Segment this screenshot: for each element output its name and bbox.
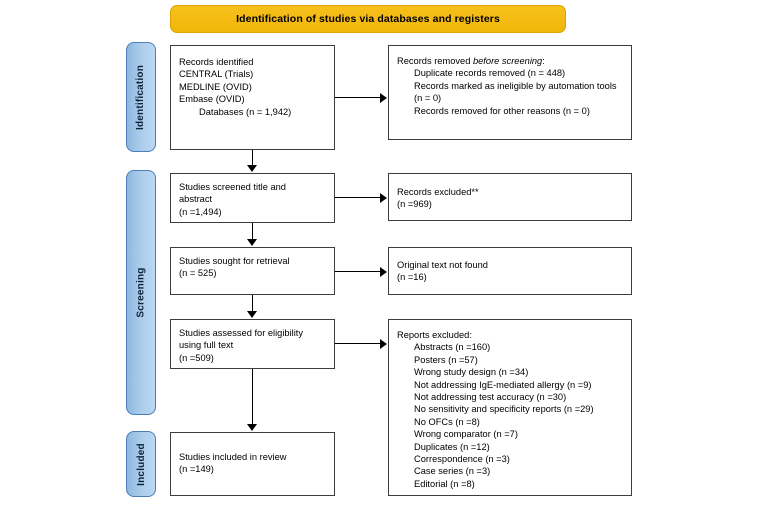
- box-studies-sought-for-retrieval: Studies sought for retrieval (n = 525): [170, 247, 335, 295]
- records-removed-heading: Records removed before screening:: [397, 55, 623, 67]
- stage-band-screening: Screening: [126, 170, 156, 415]
- box-studies-assessed-for-eligibility: Studies assessed for eligibility using f…: [170, 319, 335, 369]
- arrowhead-screened-to-sought: [247, 239, 257, 246]
- records-removed-heading-prefix: Records removed: [397, 56, 473, 66]
- records-removed-item-duplicates: Duplicate records removed (n = 448): [414, 68, 566, 79]
- records-removed-heading-suffix: :: [542, 56, 545, 66]
- records-identified-databases-count: Databases (n = 1,942): [199, 106, 292, 117]
- studies-screened-line-1: Studies screened title and: [179, 182, 286, 192]
- stage-band-identification: Identification: [126, 42, 156, 152]
- connector-identified-to-removed: [335, 97, 381, 98]
- records-removed-item-automation: Records marked as ineligible by automati…: [414, 80, 617, 104]
- records-removed-item-other: Records removed for other reasons (n = 0…: [414, 105, 590, 116]
- reports-excluded-item-not-test-accuracy: Not addressing test accuracy (n =30): [414, 392, 567, 403]
- reports-excluded-item-editorial: Editorial (n =8): [414, 478, 475, 489]
- stage-band-included: Included: [126, 431, 156, 497]
- connector-screened-to-excluded: [335, 197, 381, 198]
- box-studies-included-in-review: Studies included in review (n =149): [170, 432, 335, 496]
- studies-screened-count: (n =1,494): [179, 206, 222, 217]
- reports-excluded-item-wrong-study-design: Wrong study design (n =34): [414, 367, 529, 378]
- connector-assessed-to-reports-excluded: [335, 343, 381, 344]
- connector-assessed-to-included: [252, 369, 253, 425]
- original-text-not-found-label: Original text not found: [397, 260, 488, 270]
- reports-excluded-item-not-ige-mediated: Not addressing IgE-mediated allergy (n =…: [414, 379, 592, 390]
- connector-sought-to-notfound: [335, 271, 381, 272]
- reports-excluded-item-correspondence: Correspondence (n =3): [414, 454, 510, 465]
- box-original-text-not-found: Original text not found (n =16): [388, 247, 632, 295]
- box-studies-screened: Studies screened title and abstract (n =…: [170, 173, 335, 223]
- stage-band-screening-label: Screening: [135, 267, 147, 318]
- reports-excluded-item-no-ofcs: No OFCs (n =8): [414, 416, 480, 427]
- reports-excluded-item-duplicates: Duplicates (n =12): [414, 441, 490, 452]
- records-identified-line-2: CENTRAL (Trials): [179, 69, 254, 80]
- records-identified-line-1: Records identified: [179, 57, 254, 67]
- studies-assessed-line-2: using full text: [179, 340, 234, 351]
- studies-included-count: (n =149): [179, 464, 214, 475]
- box-reports-excluded: Reports excluded: Abstracts (n =160) Pos…: [388, 319, 632, 496]
- arrowhead-sought-to-assessed: [247, 311, 257, 318]
- arrowhead-identified-to-removed: [380, 93, 387, 103]
- studies-included-label: Studies included in review: [179, 452, 287, 462]
- studies-screened-line-2: abstract: [179, 194, 213, 205]
- reports-excluded-heading: Reports excluded:: [397, 330, 472, 340]
- arrowhead-screened-to-excluded: [380, 193, 387, 203]
- reports-excluded-item-case-series: Case series (n =3): [414, 466, 491, 477]
- box-records-removed-before-screening: Records removed before screening: Duplic…: [388, 45, 632, 140]
- records-excluded-count: (n =969): [397, 199, 432, 210]
- stage-band-included-label: Included: [135, 442, 147, 486]
- connector-screened-to-sought: [252, 223, 253, 240]
- box-records-identified: Records identified CENTRAL (Trials) MEDL…: [170, 45, 335, 150]
- records-identified-line-4: Embase (OVID): [179, 94, 245, 105]
- reports-excluded-item-no-sensitivity-specificity: No sensitivity and specificity reports (…: [414, 404, 594, 415]
- reports-excluded-item-abstracts: Abstracts (n =160): [414, 342, 491, 353]
- arrowhead-sought-to-notfound: [380, 267, 387, 277]
- reports-excluded-item-wrong-comparator: Wrong comparator (n =7): [414, 429, 518, 440]
- arrowhead-identified-to-screened: [247, 165, 257, 172]
- reports-excluded-item-posters: Posters (n =57): [414, 354, 478, 365]
- diagram-banner: Identification of studies via databases …: [170, 5, 566, 33]
- studies-sought-label: Studies sought for retrieval: [179, 256, 290, 266]
- arrowhead-assessed-to-reports-excluded: [380, 339, 387, 349]
- connector-identified-to-screened: [252, 150, 253, 167]
- banner-title: Identification of studies via databases …: [236, 13, 500, 25]
- connector-sought-to-assessed: [252, 295, 253, 312]
- arrowhead-assessed-to-included: [247, 424, 257, 431]
- studies-sought-count: (n = 525): [179, 268, 217, 279]
- records-identified-line-3: MEDLINE (OVID): [179, 81, 252, 92]
- studies-assessed-count: (n =509): [179, 352, 214, 363]
- original-text-not-found-count: (n =16): [397, 272, 427, 283]
- studies-assessed-line-1: Studies assessed for eligibility: [179, 328, 304, 338]
- records-removed-heading-italic: before screening: [472, 56, 543, 66]
- stage-band-identification-label: Identification: [135, 64, 147, 130]
- records-excluded-label: Records excluded**: [397, 187, 479, 197]
- box-records-excluded: Records excluded** (n =969): [388, 173, 632, 221]
